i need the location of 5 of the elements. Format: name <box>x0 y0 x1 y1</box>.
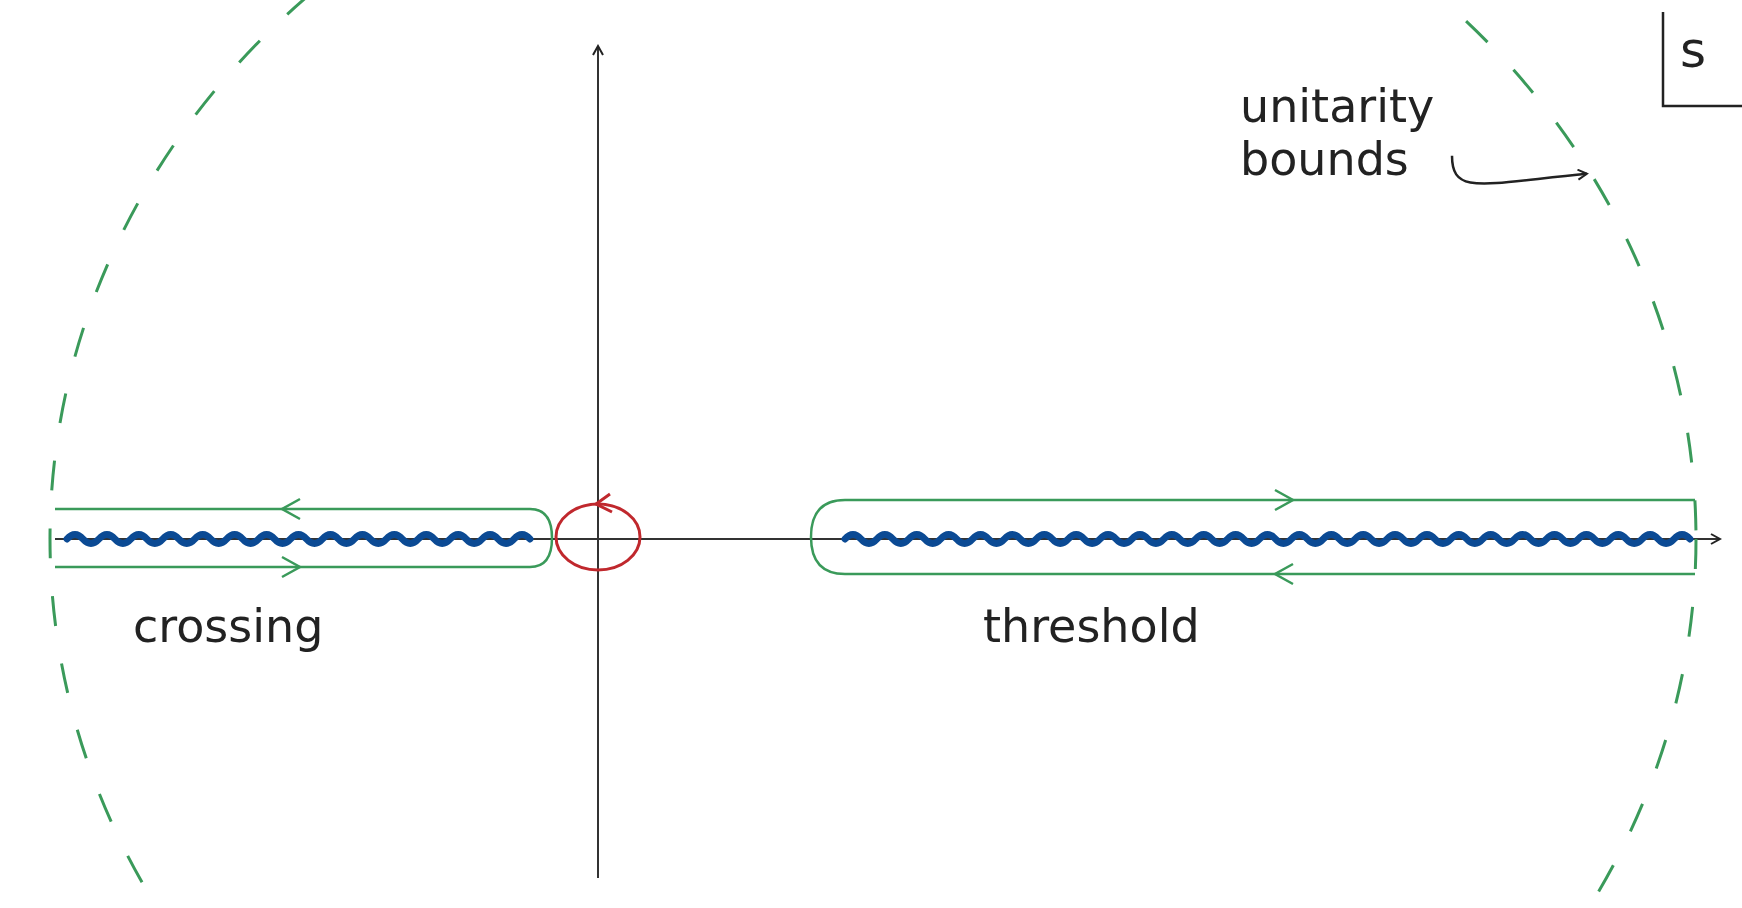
region-label: crossing <box>133 600 324 653</box>
leader-arrow <box>1450 155 1588 185</box>
annotation-text: unitarity bounds <box>1240 80 1452 186</box>
variable-label: s <box>1680 22 1707 80</box>
region-label: threshold <box>983 600 1200 653</box>
